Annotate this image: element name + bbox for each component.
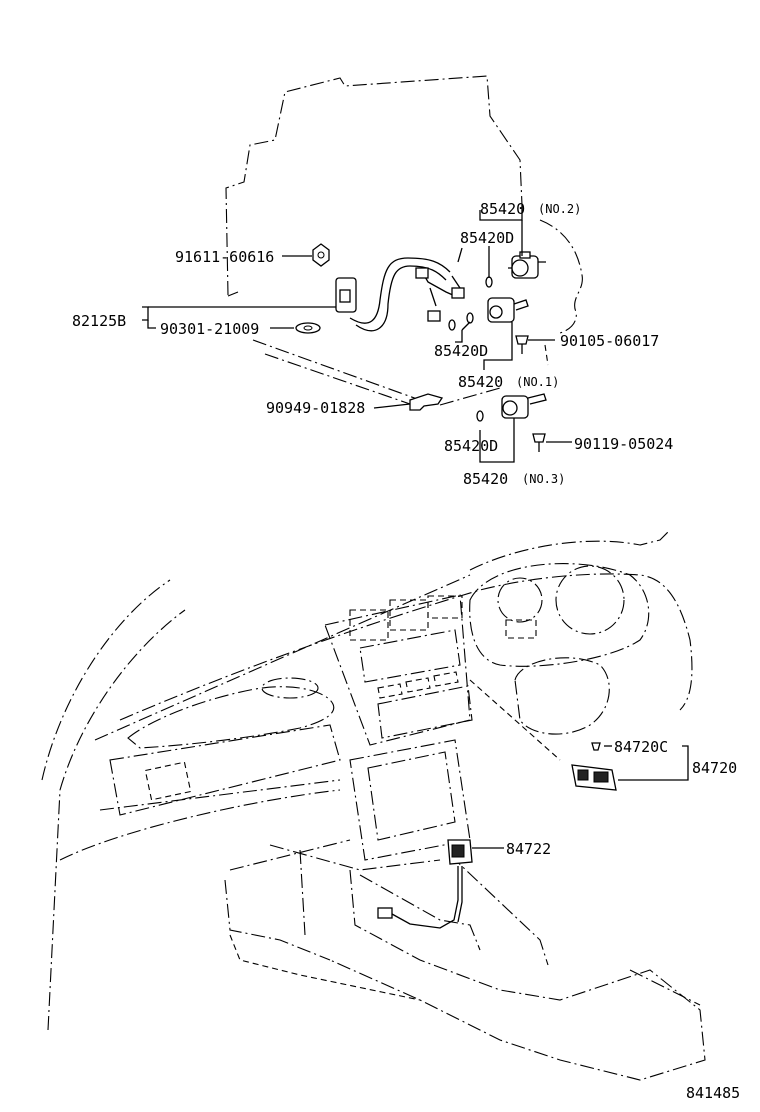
label-85420-no3: 85420	[463, 470, 508, 488]
label-85420d-mid: 85420D	[434, 342, 488, 360]
washer-90301-icon	[295, 322, 321, 334]
label-85420d-low: 85420D	[444, 437, 498, 455]
label-91611: 91611-60616	[175, 248, 274, 266]
dashboard-outline	[41, 529, 706, 1081]
vsv-no1-icon	[487, 297, 529, 323]
label-90119: 90119-05024	[574, 435, 673, 453]
label-85420-no1: 85420	[458, 373, 503, 391]
label-85420d-top: 85420D	[460, 229, 514, 247]
part-labels: 91611-60616 82125B 90301-21009 90949-018…	[72, 200, 740, 1102]
label-85420-no2: 85420	[480, 200, 525, 218]
upper-leaders	[142, 205, 572, 463]
filter-icons	[448, 276, 493, 422]
bulb-84720c-icon	[591, 742, 601, 751]
label-no3: (NO.3)	[522, 472, 565, 486]
bolt-91611-icon	[312, 243, 330, 267]
switch-84720-icon	[571, 764, 617, 791]
label-90949: 90949-01828	[266, 399, 365, 417]
label-82125b: 82125B	[72, 312, 126, 330]
label-84722: 84722	[506, 840, 551, 858]
label-no1: (NO.1)	[516, 375, 559, 389]
label-84720: 84720	[692, 759, 737, 777]
vsv-no3-icon	[501, 393, 547, 419]
label-90301: 90301-21009	[160, 320, 259, 338]
screw-90105-icon	[515, 335, 529, 354]
switch-84722-icon	[377, 839, 473, 929]
diagram-id: 841485	[686, 1084, 740, 1102]
wire-harness	[335, 247, 465, 332]
bracket-90949-icon	[409, 393, 444, 411]
screw-90119-icon	[532, 433, 546, 452]
label-90105: 90105-06017	[560, 332, 659, 350]
lower-leaders	[472, 745, 689, 849]
upper-outline	[225, 75, 583, 406]
vsv-no2-icon	[508, 251, 546, 279]
label-no2: (NO.2)	[538, 202, 581, 216]
label-84720c: 84720C	[614, 738, 668, 756]
